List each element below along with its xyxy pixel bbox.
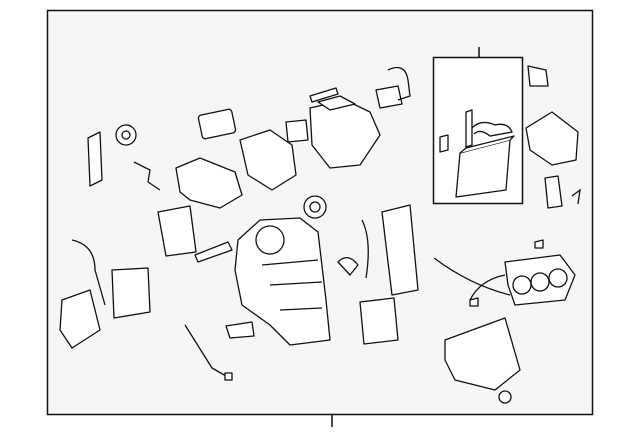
evaporator-core bbox=[439, 109, 515, 198]
blower-unit bbox=[175, 95, 381, 209]
heater-ac-case-assembly bbox=[234, 217, 331, 346]
blower-motor bbox=[303, 195, 327, 219]
small-parts bbox=[59, 65, 581, 404]
